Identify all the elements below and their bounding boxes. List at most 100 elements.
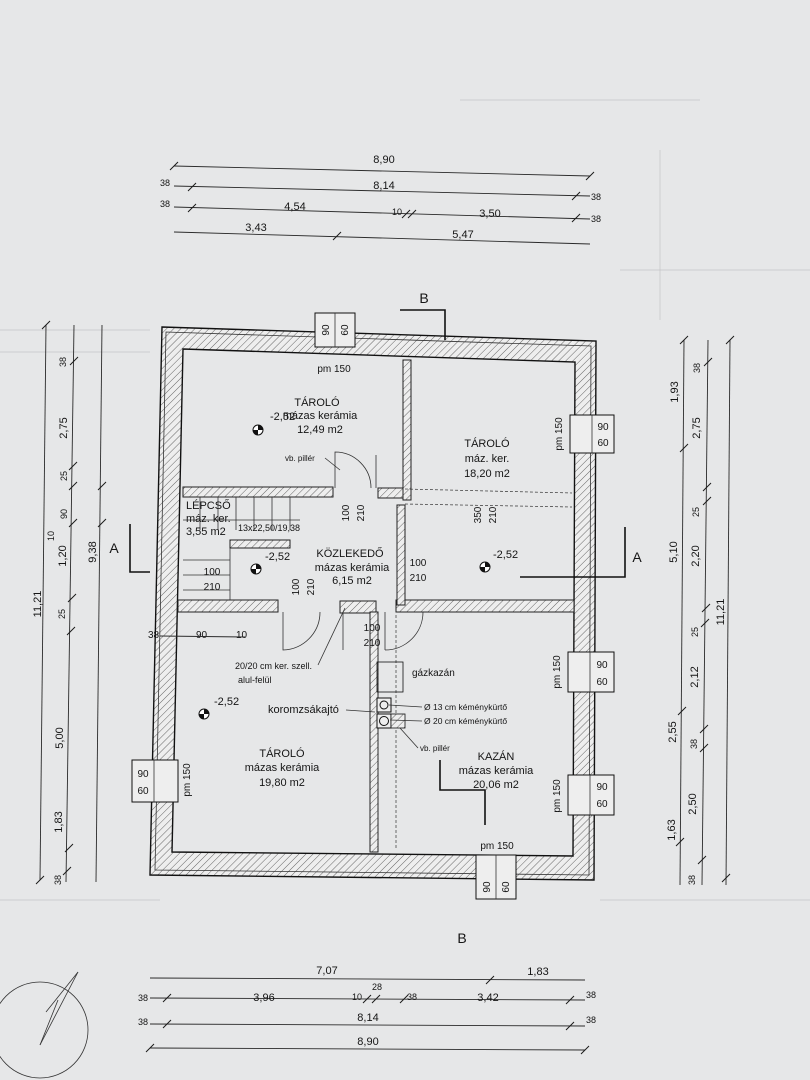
level-marker-icons <box>198 424 491 720</box>
right-dimensions: 1,93 5,10 2,55 1,63 38 2,75 25 2,20 25 2… <box>666 335 735 885</box>
window-l-sill: pm 150 <box>182 763 193 797</box>
window-r3-w: 90 <box>596 782 608 793</box>
interior-walls <box>177 359 575 853</box>
dim-bot-r1-b: 1,83 <box>527 966 548 978</box>
dim-right-c1-2: 25 <box>691 507 701 517</box>
window-r2-w: 90 <box>596 660 608 671</box>
window-left: 90 60 pm 150 <box>131 759 193 803</box>
window-b-w: 90 <box>482 881 493 893</box>
room-storage-1-floor: mázas kerámia <box>283 410 358 422</box>
dim-left-c1-2: 25 <box>59 471 69 481</box>
beam-lines <box>377 488 573 850</box>
room-stairs-spec: 13x22,50/19,38 <box>238 523 300 533</box>
annotations: vb. pillér 38 90 10 20/20 cm ker. szell.… <box>148 454 507 753</box>
dim-right-overall: 11,21 <box>715 599 727 626</box>
chimney-13-label: Ø 13 cm kéménykürtő <box>424 702 507 712</box>
top-dimensions: 8,90 38 8,14 38 38 4,54 10 3,50 38 3,43 … <box>160 154 601 245</box>
exterior-walls <box>149 326 597 881</box>
window-right-1: 90 60 pm 150 <box>554 414 615 454</box>
wall-dim-38: 38 <box>148 630 160 641</box>
window-r2-sill: pm 150 <box>552 655 563 689</box>
dim-bot-r2-right: 38 <box>586 990 596 1000</box>
section-a-right: A <box>632 549 642 565</box>
door-2-w: 350 <box>473 506 484 523</box>
room-storage-3-area: 19,80 m2 <box>259 777 305 789</box>
room-stairs-name: LÉPCSŐ <box>186 498 231 512</box>
dim-bot-overall: 8,90 <box>357 1036 378 1048</box>
room-boiler-area: 20,06 m2 <box>473 779 519 791</box>
window-r1-w: 90 <box>597 422 609 433</box>
dim-right-c1-8: 38 <box>687 875 697 885</box>
wall-dim-90: 90 <box>196 630 208 641</box>
vent-label: 20/20 cm ker. szell. <box>235 661 312 671</box>
dim-right-c2-0: 1,93 <box>669 381 681 402</box>
dim-bot-r3-left: 38 <box>138 1017 148 1027</box>
window-top: 90 60 pm 150 <box>314 312 356 375</box>
door-swings <box>282 451 424 651</box>
dim-top-r2-left: 38 <box>160 178 170 188</box>
dim-top-r2-right: 38 <box>591 192 601 202</box>
window-r1-sill: pm 150 <box>554 417 565 451</box>
chimney-20-label: Ø 20 cm kéménykürtő <box>424 716 507 726</box>
stair-treads <box>183 497 300 600</box>
room-boiler-name: KAZÁN <box>478 750 515 763</box>
room-corridor: KÖZLEKEDŐ mázas kerámia 6,15 m2 -2,52 <box>265 546 390 587</box>
room-storage-2-level: -2,52 <box>493 549 518 561</box>
pillar-label-1: vb. pillér <box>285 454 315 463</box>
door-1-w: 100 <box>341 504 352 521</box>
dim-top-r4-b: 5,47 <box>452 229 473 241</box>
dim-top-r2-mid: 8,14 <box>373 180 394 192</box>
window-r2-h: 60 <box>596 677 608 688</box>
left-dimensions: 11,21 38 2,75 25 10 1,20 25 5,00 1,83 38… <box>32 320 107 885</box>
dim-top-r3-b: 10 <box>392 207 402 217</box>
window-l-w: 90 <box>137 769 149 780</box>
door-6-w: 100 <box>364 623 381 634</box>
door-5-h: 210 <box>306 578 317 595</box>
dim-top-r3-left: 38 <box>160 199 170 209</box>
room-storage-3-name: TÁROLÓ <box>259 747 305 760</box>
window-b-sill: pm 150 <box>480 841 514 852</box>
room-stairs: LÉPCSŐ máz. ker. 3,55 m2 13x22,50/19,38 <box>186 498 300 538</box>
dim-right-c1-0: 38 <box>692 363 702 373</box>
dim-right-c1-1: 2,75 <box>691 417 703 438</box>
room-storage-3: TÁROLÓ mázas kerámia 19,80 m2 -2,52 <box>214 696 320 789</box>
door-6-h: 210 <box>364 638 381 649</box>
gas-boiler-label: gázkazán <box>412 668 455 679</box>
wall-dim-10: 10 <box>236 630 248 641</box>
dim-bot-r3-right: 38 <box>586 1015 596 1025</box>
dim-top-r3-a: 4,54 <box>284 201 305 213</box>
door-3-w: 100 <box>410 558 427 569</box>
dim-bot-r2-left: 38 <box>138 993 148 1003</box>
window-top-sill: pm 150 <box>317 364 351 375</box>
window-r3-h: 60 <box>596 799 608 810</box>
door-3-h: 210 <box>410 573 427 584</box>
window-right-2: 90 60 pm 150 <box>552 651 615 693</box>
room-corridor-floor: mázas kerámia <box>315 562 390 574</box>
dim-left-c1-5: 25 <box>57 609 67 619</box>
room-stairs-area: 3,55 m2 <box>186 526 226 538</box>
dim-left-c2-0: 90 <box>59 509 69 519</box>
room-storage-2: TÁROLÓ máz. ker. 18,20 m2 -2,52 <box>464 437 518 561</box>
window-top-w: 90 <box>321 324 332 336</box>
window-bottom: 90 60 pm 150 <box>475 841 517 900</box>
room-storage-1-area: 12,49 m2 <box>297 424 343 436</box>
bottom-dimensions: 7,07 1,83 38 3,96 10 28 38 3,42 38 38 8,… <box>138 965 596 1055</box>
dim-top-overall: 8,90 <box>373 154 394 166</box>
section-markers: B B A A <box>109 290 642 946</box>
room-stairs-floor: máz. ker. <box>186 513 231 525</box>
dim-bot-r1-a: 7,07 <box>316 965 337 977</box>
room-boiler: KAZÁN mázas kerámia 20,06 m2 <box>459 750 534 791</box>
room-corridor-level: -2,52 <box>265 551 290 563</box>
room-storage-1-name: TÁROLÓ <box>294 396 340 409</box>
dim-right-c1-4: 25 <box>690 627 700 637</box>
north-arrow <box>0 971 89 1079</box>
window-r1-h: 60 <box>597 438 609 449</box>
door-4-w: 100 <box>204 567 221 578</box>
dim-right-c1-7: 2,50 <box>687 793 699 814</box>
dim-top-r3-c: 3,50 <box>479 208 500 220</box>
dim-left-c1-7: 1,83 <box>53 811 65 832</box>
dim-top-r3-right: 38 <box>591 214 601 224</box>
dim-bot-r2-a: 3,96 <box>253 992 274 1004</box>
room-storage-2-name: TÁROLÓ <box>464 437 510 450</box>
